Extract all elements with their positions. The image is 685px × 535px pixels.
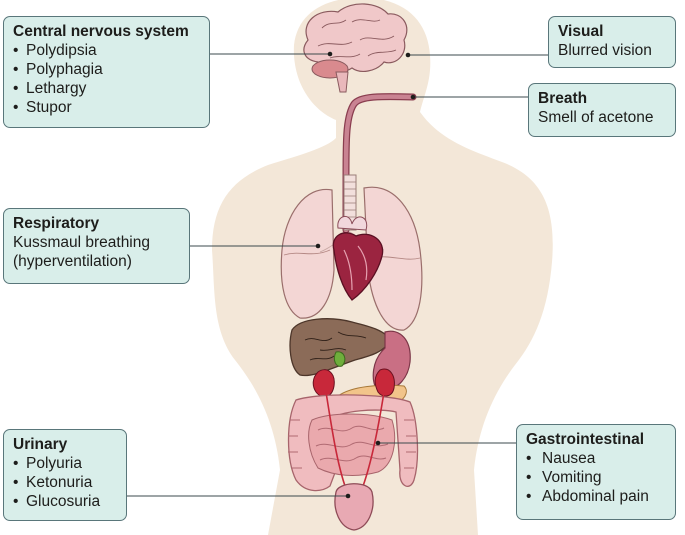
box-breath: Breath Smell of acetone — [528, 83, 676, 137]
list-item: Polydipsia — [13, 41, 200, 60]
list-item: Ketonuria — [13, 473, 117, 492]
box-title: Respiratory — [13, 215, 100, 232]
box-title: Urinary — [13, 436, 68, 453]
heart — [332, 216, 384, 301]
box-visual: Visual Blurred vision — [548, 16, 676, 68]
box-central-nervous-system: Central nervous system Polydipsia Polyph… — [3, 16, 210, 128]
box-title: Gastrointestinal — [526, 431, 644, 448]
bladder — [334, 483, 374, 531]
liver — [289, 318, 391, 377]
box-title: Visual — [558, 23, 604, 40]
right-kidney — [374, 368, 395, 397]
gallbladder — [333, 351, 346, 367]
list-item: Stupor — [13, 98, 200, 117]
list-item: Polyphagia — [13, 60, 200, 79]
list-item: Lethargy — [13, 79, 200, 98]
list-item: Abdominal pain — [526, 487, 666, 506]
box-urinary: Urinary Polyuria Ketonuria Glucosuria — [3, 429, 127, 521]
connector-lines — [127, 53, 548, 497]
box-gastrointestinal: Gastrointestinal Nausea Vomiting Abdomin… — [516, 424, 676, 520]
box-line: Smell of acetone — [538, 109, 654, 126]
box-title: Breath — [538, 90, 588, 107]
box-line: (hyperventilation) — [13, 253, 132, 270]
right-lung — [363, 186, 423, 331]
box-title: Central nervous system — [13, 23, 189, 40]
left-kidney — [312, 369, 335, 398]
list-item: Nausea — [526, 449, 666, 468]
list-item: Polyuria — [13, 454, 117, 473]
box-line: Blurred vision — [558, 42, 652, 59]
box-respiratory: Respiratory Kussmaul breathing (hyperven… — [3, 208, 190, 284]
list-item: Glucosuria — [13, 492, 117, 511]
connector-dots — [315, 51, 416, 499]
box-line: Kussmaul breathing — [13, 234, 150, 251]
list-item: Vomiting — [526, 468, 666, 487]
